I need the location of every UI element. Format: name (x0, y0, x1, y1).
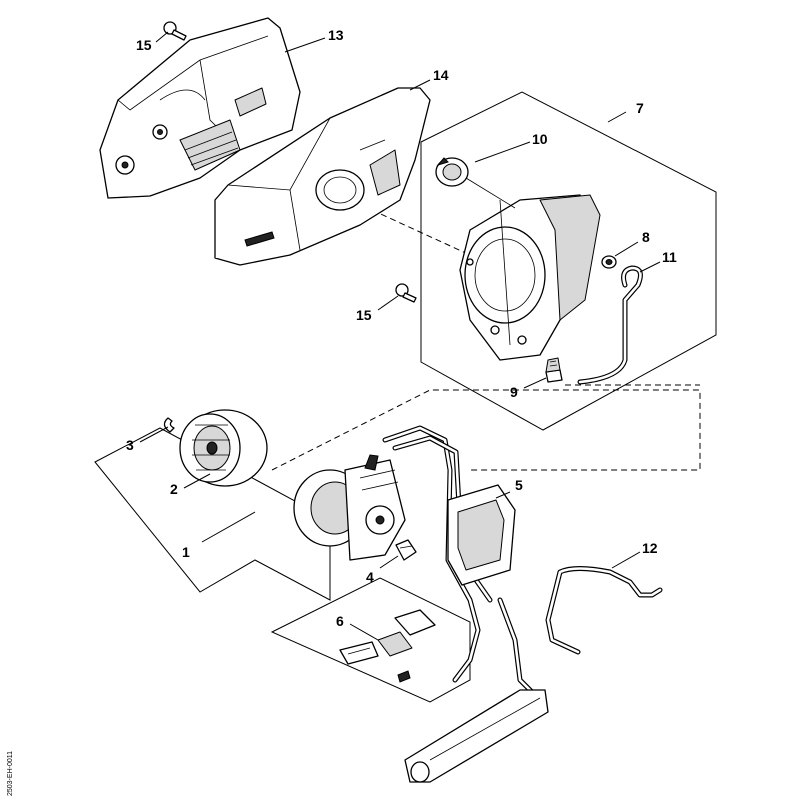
handle-tube (404, 689, 549, 783)
callout-11: 11 (662, 249, 677, 265)
callout-1: 1 (182, 544, 190, 560)
leader-14 (409, 79, 431, 91)
callout-10: 10 (532, 131, 548, 147)
part-13-fan-housing (99, 17, 301, 199)
part-9-spark-plug (545, 357, 563, 383)
part-4-spacer (395, 539, 417, 561)
part-15-screw-top (163, 21, 187, 41)
leader-12 (611, 551, 641, 569)
leader-9 (523, 377, 547, 389)
part-5-module (447, 484, 516, 586)
leader-6 (349, 623, 379, 641)
callout-14: 14 (433, 67, 449, 83)
part-6-switch (339, 609, 436, 683)
callout-2: 2 (170, 481, 178, 497)
assembly-box-1 (94, 427, 331, 601)
leader-3 (139, 426, 169, 443)
callout-3: 3 (126, 437, 134, 453)
dashed-outline-1 (271, 389, 701, 471)
leader-8 (614, 241, 639, 257)
assembly-box-6 (270, 577, 471, 703)
part-3-clip (163, 417, 175, 433)
leader-15a (155, 31, 169, 43)
leader-7 (607, 111, 627, 123)
leader-1 (201, 511, 256, 543)
dashed-guide-14 (371, 209, 471, 256)
part-1-ignition-module (293, 454, 406, 561)
callout-4: 4 (366, 569, 374, 585)
part-2-flywheel (179, 409, 268, 487)
leader-4 (379, 555, 399, 569)
document-id: 2503-EH-0011 (7, 751, 14, 796)
callout-15-top: 15 (136, 37, 152, 53)
leader-2 (183, 473, 211, 489)
leader-5 (495, 491, 511, 499)
part-8-nut (601, 255, 617, 269)
part-11-hose (577, 265, 643, 385)
leader-11 (639, 261, 661, 273)
callout-9: 9 (510, 384, 518, 400)
callout-15-middle: 15 (356, 307, 372, 323)
part-10-rope-rotor (435, 157, 516, 209)
part-7-starter-cover (459, 194, 601, 361)
assembly-box-7 (420, 91, 717, 431)
callout-6: 6 (336, 613, 344, 629)
callout-8: 8 (642, 229, 650, 245)
callout-13: 13 (328, 27, 344, 43)
callout-5: 5 (515, 477, 523, 493)
callout-7: 7 (636, 100, 644, 116)
leader-13 (284, 37, 326, 53)
part-12-hose (545, 566, 663, 655)
callout-12: 12 (642, 540, 658, 556)
part-15-screw-middle (395, 283, 417, 303)
leader-10 (474, 141, 531, 163)
part-14-engine-cover (214, 87, 431, 266)
leader-15b (377, 295, 399, 311)
